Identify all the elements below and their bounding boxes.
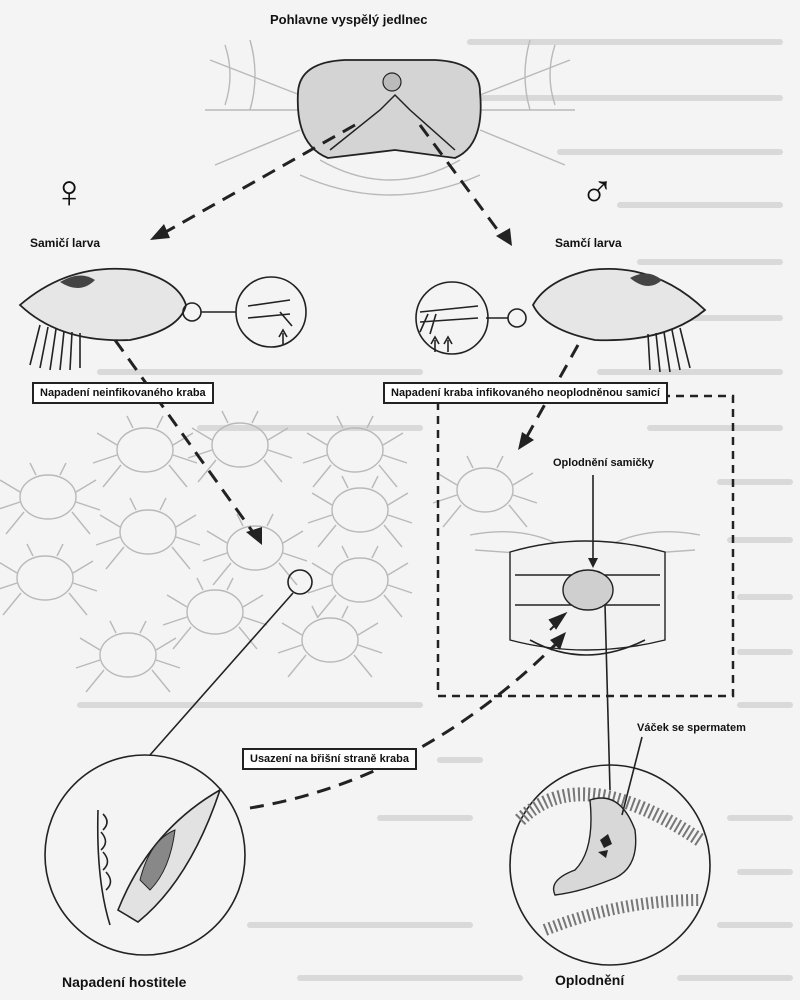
adult-label: Pohlavne vyspělý jedlnec <box>270 12 428 27</box>
crab-abdomen-illustration <box>470 475 700 790</box>
fertilization-of-female-label: Oplodnění samičky <box>553 457 654 469</box>
male-symbol: ♂ <box>580 168 615 214</box>
host-attack-caption: Napadení hostitele <box>62 974 186 990</box>
adult-parasite-illustration <box>205 40 575 195</box>
female-larva-label: Samičí larva <box>30 236 100 250</box>
sperm-sac-label: Váček se spermatem <box>637 722 746 734</box>
fertilization-caption: Oplodnění <box>555 972 624 988</box>
attack-infected-label: Napadení kraba infikovaného neoplodněnou… <box>383 382 668 404</box>
female-larva-illustration <box>20 269 306 370</box>
settle-abdomen-label: Usazení na břišní straně kraba <box>242 748 417 770</box>
male-larva-illustration <box>416 269 705 372</box>
crab-group <box>0 411 537 692</box>
male-larva-label: Samčí larva <box>555 236 622 250</box>
female-symbol: ♀ <box>52 168 87 214</box>
attack-uninfected-label: Napadení neinfikovaného kraba <box>32 382 214 404</box>
